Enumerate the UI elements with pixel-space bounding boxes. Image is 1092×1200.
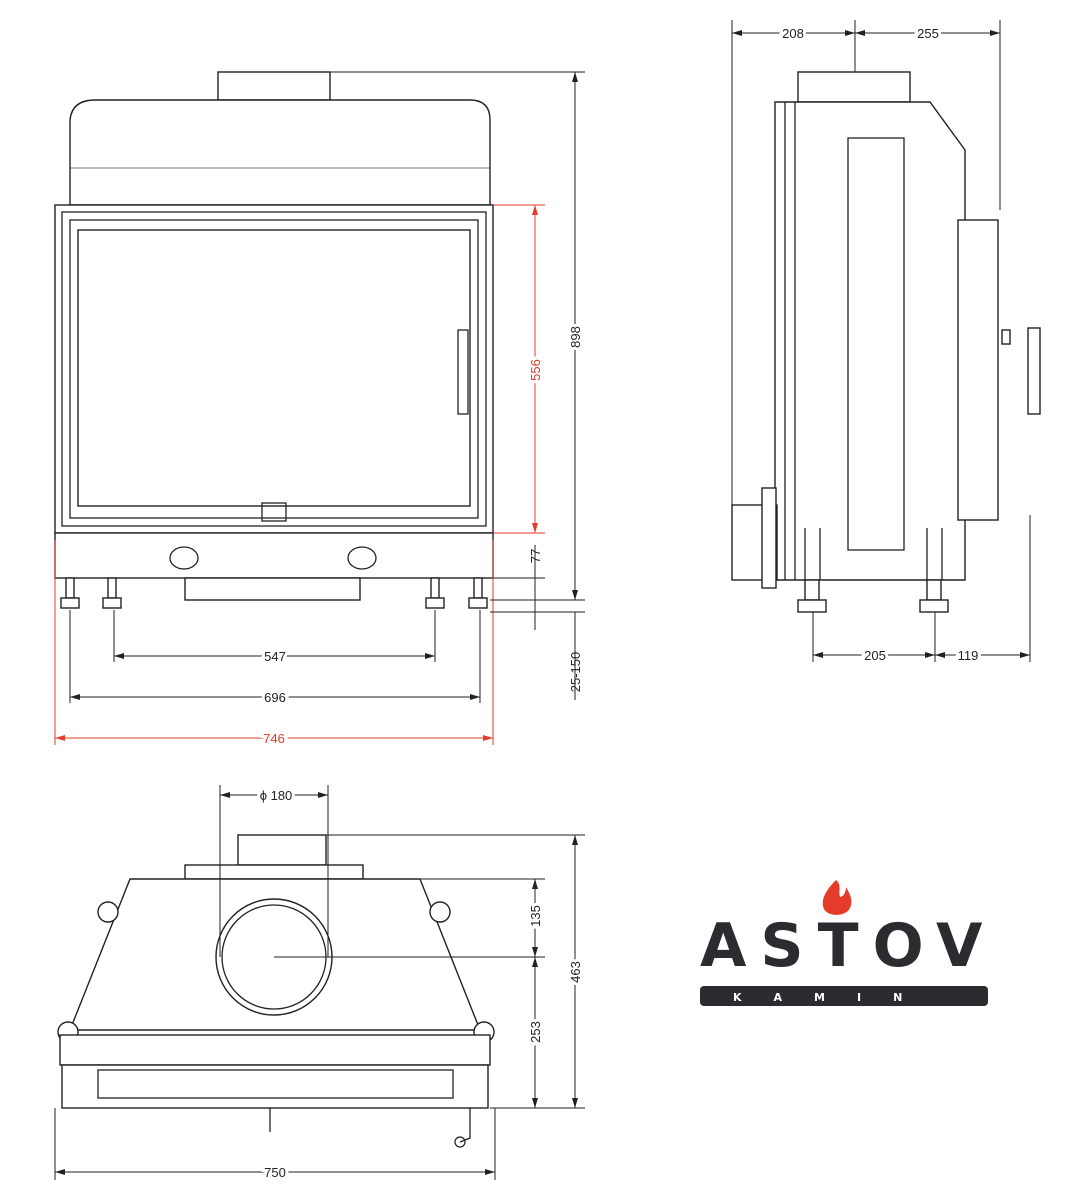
dim-leg-adjust: 25-150	[568, 652, 583, 692]
dim-glass-height: 556	[528, 359, 543, 381]
dim-flue-front: 253	[528, 1021, 543, 1043]
front-feet	[60, 577, 488, 609]
top-view	[57, 834, 495, 1148]
dim-top-depth: 463	[568, 961, 583, 983]
logo-bar	[700, 986, 988, 1006]
dimension-labels: 746 696 547 556 898 77 25-150 208 255 20…	[257, 23, 982, 1183]
dim-legs-depth: 205	[864, 648, 886, 663]
dim-flue-back: 135	[528, 905, 543, 927]
dim-back-offset: 119	[958, 648, 979, 663]
dim-width-total: 746	[263, 731, 285, 746]
dim-height-total: 898	[568, 326, 583, 348]
dim-top-back: 255	[917, 26, 939, 41]
dim-top-front: 208	[782, 26, 804, 41]
logo-brand: ASTOV	[700, 911, 996, 981]
dim-legs-inner: 547	[264, 649, 286, 664]
side-view	[731, 71, 1041, 613]
astov-logo: ASTOV KAMIN	[700, 880, 996, 1006]
dimension-lines	[54, 20, 1031, 1180]
dim-legs-outer: 696	[264, 690, 286, 705]
dim-flue-diameter: ϕ 180	[260, 788, 293, 803]
dim-base-height: 77	[528, 549, 543, 563]
dim-top-width: 750	[264, 1165, 286, 1180]
logo-subtitle: KAMIN	[733, 991, 934, 1004]
front-view	[54, 71, 494, 609]
flame-icon	[822, 880, 852, 915]
